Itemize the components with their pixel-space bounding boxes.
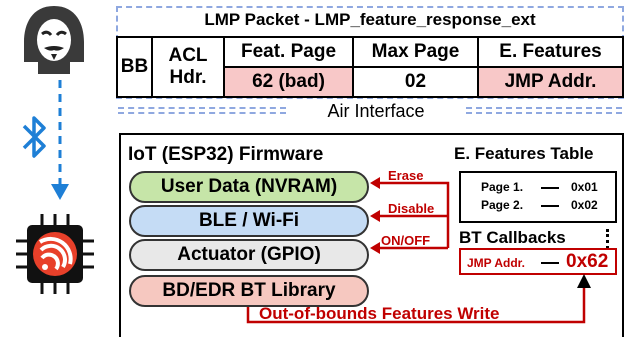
jmp-addr-dash xyxy=(541,262,559,264)
air-interface-line-right xyxy=(466,107,622,114)
bluetooth-icon xyxy=(22,116,46,158)
air-interface-label: Air Interface xyxy=(327,101,425,121)
control-arrows xyxy=(370,177,450,254)
features-table xyxy=(459,171,617,223)
feature-row-1-value: 0x01 xyxy=(571,180,598,194)
action-erase: Erase xyxy=(388,168,424,183)
jmp-addr-label: JMP Addr. xyxy=(467,256,526,270)
max-page-header: Max Page xyxy=(352,36,479,68)
bb-header-cell: BB xyxy=(116,36,153,98)
attack-path-arrow xyxy=(51,80,69,200)
actuator-gpio: Actuator (GPIO) xyxy=(129,239,369,271)
esp32-chip-icon xyxy=(16,214,94,294)
action-disable: Disable xyxy=(388,201,435,216)
feat-page-header: Feat. Page xyxy=(223,36,354,68)
feat-page-value: 62 (bad) xyxy=(223,66,354,98)
e-features-header: E. Features xyxy=(477,36,624,68)
callbacks-ellipsis xyxy=(606,229,609,249)
max-page-value: 02 xyxy=(352,66,479,98)
bdedr-bt-library: BD/EDR BT Library xyxy=(129,275,369,307)
feature-row-2-dash xyxy=(541,205,559,207)
features-table-title: E. Features Table xyxy=(454,144,594,163)
firmware-box xyxy=(119,133,624,337)
feature-row-1-page: Page 1. xyxy=(481,180,524,194)
feature-row-1-dash xyxy=(541,187,559,189)
oob-write-label: Out-of-bounds Features Write xyxy=(259,304,500,323)
acl-header-line2: Hdr. xyxy=(169,67,207,88)
oob-write-arrow xyxy=(246,274,591,324)
e-features-value: JMP Addr. xyxy=(477,66,624,98)
jmp-addr-slot xyxy=(459,248,617,275)
user-data-nvram: User Data (NVRAM) xyxy=(129,171,369,203)
hacker-icon xyxy=(24,6,84,74)
firmware-title: IoT (ESP32) Firmware xyxy=(128,144,324,165)
acl-header-cell: ACL Hdr. xyxy=(151,36,225,98)
packet-title: LMP Packet - LMP_feature_response_ext xyxy=(204,10,536,29)
bt-callbacks-title: BT Callbacks xyxy=(459,228,566,247)
acl-header-line1: ACL xyxy=(168,45,208,66)
action-on-off: ON/OFF xyxy=(381,233,431,248)
air-interface-line-left xyxy=(118,107,286,114)
ble-wifi: BLE / Wi-Fi xyxy=(129,205,369,237)
jmp-addr-value: 0x62 xyxy=(566,251,609,272)
feature-row-2-page: Page 2. xyxy=(481,198,524,212)
feature-row-2-value: 0x02 xyxy=(571,198,598,212)
bb-header: BB xyxy=(120,56,149,77)
